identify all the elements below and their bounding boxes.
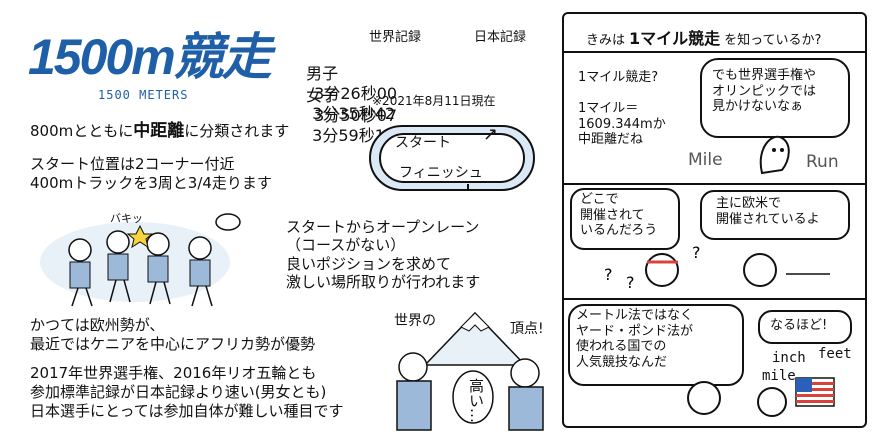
- speech-bubble: [758, 310, 852, 344]
- conversation-illustration: ? ? ?: [604, 243, 830, 292]
- final-illustration: [687, 377, 835, 417]
- world-peak-right-label: 頂点!: [510, 321, 544, 337]
- runners-sfx: バキッ: [110, 212, 143, 225]
- mile-comic-panel: [562, 12, 867, 428]
- classification-bold: 中距離: [133, 121, 185, 141]
- panel-divider: [562, 51, 867, 53]
- speech-bubble: [700, 190, 850, 240]
- where-text: どこで 開催されて いるんだろう: [580, 192, 658, 239]
- record-row-men: 男子 3分26秒00 3分35秒42: [296, 44, 397, 124]
- svg-text:?: ?: [626, 273, 635, 292]
- arrow-up-icon: ↗: [483, 124, 499, 145]
- japan-record-value: 3分35秒42: [312, 104, 396, 123]
- not-seen-text: でも世界選手権や オリンピックでは 見かけないなぁ: [712, 68, 817, 115]
- japan-record-header: 日本記録: [474, 30, 527, 45]
- record-label: 男子: [306, 64, 339, 83]
- track-finish-label: フィニッシュ: [399, 165, 483, 181]
- standard-text: 2017年世界選手権、2016年リオ五輪とも 参加標準記録が日本記録より速い(男…: [30, 364, 344, 420]
- middle-distance-line: 800mとともに中距離に分類されます: [30, 121, 289, 142]
- speech-bubble: [700, 58, 850, 138]
- open-lane-text: スタートからオープンレーン （コースがない） 良いポジションを求めて 激しい場所…: [286, 218, 481, 291]
- mile-question-text: 1マイル競走? 1マイル＝ 1609.344mか 中距離だね: [578, 70, 666, 148]
- panel-divider: [562, 183, 867, 185]
- classification-suffix: に分類されます: [184, 122, 290, 140]
- high-label: 高い…: [467, 378, 485, 423]
- track-start-label: スタート: [395, 135, 451, 151]
- track-illustration: [369, 125, 535, 191]
- svg-text:?: ?: [692, 243, 701, 262]
- mile-unit-word: mile: [762, 368, 796, 384]
- speech-bubble: [568, 304, 744, 386]
- speech-bubble: [570, 188, 680, 250]
- page-title: 1500m競走: [28, 29, 272, 85]
- page-subtitle: 1500 METERS: [98, 88, 189, 102]
- run-word: Run: [806, 152, 839, 172]
- panel-header-suffix: を知っているか?: [724, 33, 822, 48]
- world-peak-left-label: 世界の: [394, 313, 436, 329]
- feet-word: feet: [818, 346, 852, 362]
- europe-america-text: 主に欧米で 開催されているよ: [716, 196, 820, 227]
- history-text: かつては欧州勢が、 最近ではケニアを中心にアフリカ勢が優勢: [30, 316, 316, 353]
- record-label: 女子: [306, 86, 339, 105]
- classification-prefix: 800mとともに: [30, 122, 134, 140]
- runners-illustration: [40, 213, 241, 307]
- inch-word: inch: [772, 350, 806, 366]
- metric-system-text: メートル法ではなく ヤード・ポンド法が 使われる国での 人気競技なんだ: [576, 308, 694, 370]
- naruhodo-text: なるほど!: [770, 318, 828, 333]
- mountain-illustration: [396, 311, 544, 431]
- world-record-value: 3分26秒00: [314, 84, 398, 103]
- panel-header-prefix: きみは: [586, 33, 626, 48]
- us-flag-icon: [795, 377, 835, 407]
- character-illustration: [759, 135, 790, 175]
- start-position-text: スタート位置は2コーナー付近 400mトラックを3周と3/4走ります: [30, 155, 272, 192]
- panel-divider: [562, 298, 867, 300]
- mile-word: Mile: [688, 150, 723, 170]
- world-record-value: 3分50秒07: [314, 106, 398, 125]
- world-record-header: 世界記録: [369, 30, 422, 45]
- svg-text:?: ?: [604, 265, 613, 284]
- record-date-note: ※2021年8月11日現在: [372, 94, 496, 108]
- panel-header-bold: 1マイル競走: [629, 29, 721, 48]
